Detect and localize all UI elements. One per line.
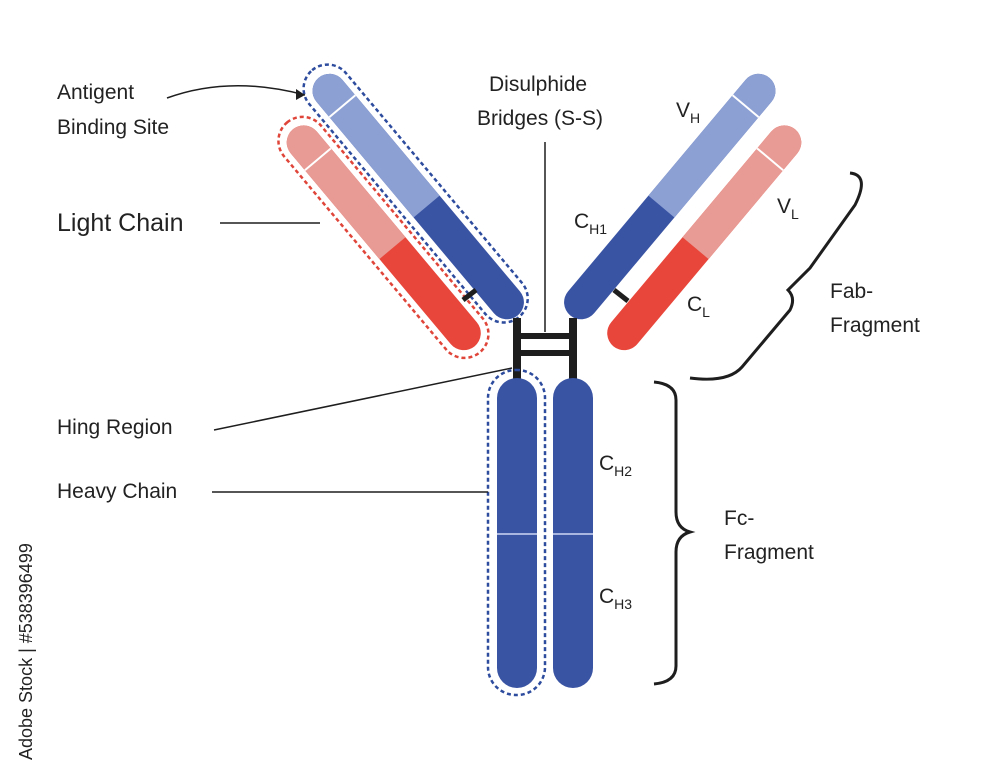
right-heavy-chain bbox=[564, 73, 776, 320]
right-light-arm bbox=[607, 125, 802, 351]
hinge-left-strand bbox=[513, 318, 521, 380]
disulphide-bond-2 bbox=[519, 350, 571, 356]
left-light-arm bbox=[277, 115, 490, 360]
hinge bbox=[513, 318, 577, 380]
antigen-label-line1: Antigent bbox=[57, 81, 134, 104]
left-heavy-divider bbox=[328, 94, 357, 118]
hinge-region-label: Hing Region bbox=[57, 416, 173, 439]
stock-watermark: Adobe Stock | #538396499 bbox=[16, 543, 36, 760]
right-heavy-variable bbox=[648, 73, 776, 218]
heavy-chain-outline-left-arm bbox=[302, 63, 529, 324]
fc-brace bbox=[653, 380, 696, 686]
fc-fragment-label-line2: Fragment bbox=[724, 541, 814, 564]
ch1-label: CH1 bbox=[574, 210, 607, 237]
hinge-leader-line bbox=[213, 367, 513, 431]
left-fab-arm bbox=[302, 63, 529, 324]
ch3-label: CH3 bbox=[599, 585, 632, 612]
left-light-heavy-bond bbox=[461, 288, 478, 302]
left-light-chain bbox=[286, 125, 481, 351]
hinge-right-strand bbox=[569, 318, 577, 380]
right-fab-arm bbox=[564, 73, 776, 320]
vh-label: VH bbox=[676, 99, 700, 126]
disulphide-label-line2: Bridges (S-S) bbox=[477, 107, 603, 130]
vl-label: VL bbox=[777, 195, 799, 222]
cl-label: CL bbox=[687, 293, 710, 320]
ch2-label: CH2 bbox=[599, 452, 632, 479]
right-light-heavy-bond bbox=[612, 288, 630, 303]
fab-fragment-label-line2: Fragment bbox=[830, 314, 920, 337]
disulphide-label-line1: Disulphide bbox=[489, 73, 587, 96]
fab-brace bbox=[689, 171, 863, 381]
fab-fragment-label-line1: Fab- bbox=[830, 280, 873, 303]
heavy-chain-outline-stem bbox=[486, 368, 547, 697]
right-light-divider bbox=[756, 147, 784, 171]
disulphide-bond-1 bbox=[519, 333, 571, 339]
right-heavy-divider bbox=[731, 94, 760, 118]
fc-fragment-label-line1: Fc- bbox=[724, 507, 754, 530]
right-light-variable bbox=[682, 125, 802, 260]
left-heavy-chain bbox=[312, 73, 524, 320]
light-chain-label: Light Chain bbox=[57, 209, 183, 237]
antigen-label-line2: Binding Site bbox=[57, 116, 169, 139]
heavy-chain-label: Heavy Chain bbox=[57, 480, 177, 503]
left-heavy-variable bbox=[312, 73, 440, 218]
right-light-chain bbox=[607, 125, 802, 351]
antigen-leader-arrow bbox=[296, 89, 305, 100]
antigen-leader-line bbox=[166, 85, 306, 99]
left-light-divider bbox=[304, 147, 332, 171]
light-chain-outline bbox=[277, 115, 490, 360]
left-light-variable bbox=[286, 125, 406, 260]
